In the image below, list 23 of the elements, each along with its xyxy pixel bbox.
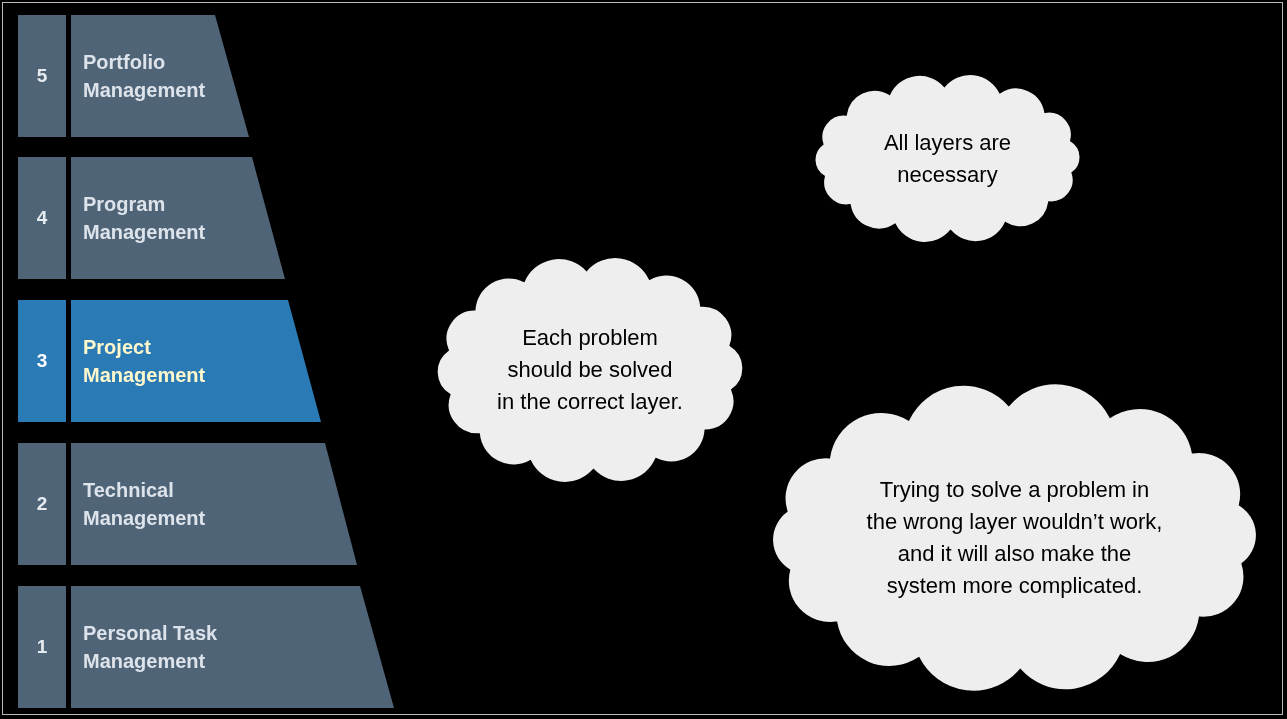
cloud-text: Trying to solve a problem in the wrong layer wouldn’t work, and it will also make the system more complicated. [865, 475, 1164, 600]
layer-band [71, 443, 357, 565]
level-tab [18, 15, 66, 137]
level-number: 2 [36, 493, 48, 515]
cloud-text: Each problem should be solved in the correct layer. [497, 324, 683, 416]
level-tab [18, 300, 66, 422]
level-tab [18, 586, 66, 708]
layer-band [71, 15, 249, 137]
level-tab [18, 443, 66, 565]
layer-label: Program Management [83, 192, 207, 245]
layer-band [71, 157, 285, 279]
layer-label: Personal Task Management [83, 621, 219, 674]
layer-label: Project Management [83, 335, 207, 388]
layer-label: Portfolio Management [83, 50, 207, 103]
level-number: 1 [36, 636, 48, 658]
layer-band [71, 586, 394, 708]
cloud-text: All layers are necessary [882, 128, 1013, 189]
level-tab [18, 157, 66, 279]
layer-band [71, 300, 321, 422]
level-number: 5 [36, 65, 48, 87]
level-number: 4 [36, 207, 48, 229]
layer-label: Technical Management [83, 478, 207, 531]
level-number: 3 [36, 350, 48, 372]
